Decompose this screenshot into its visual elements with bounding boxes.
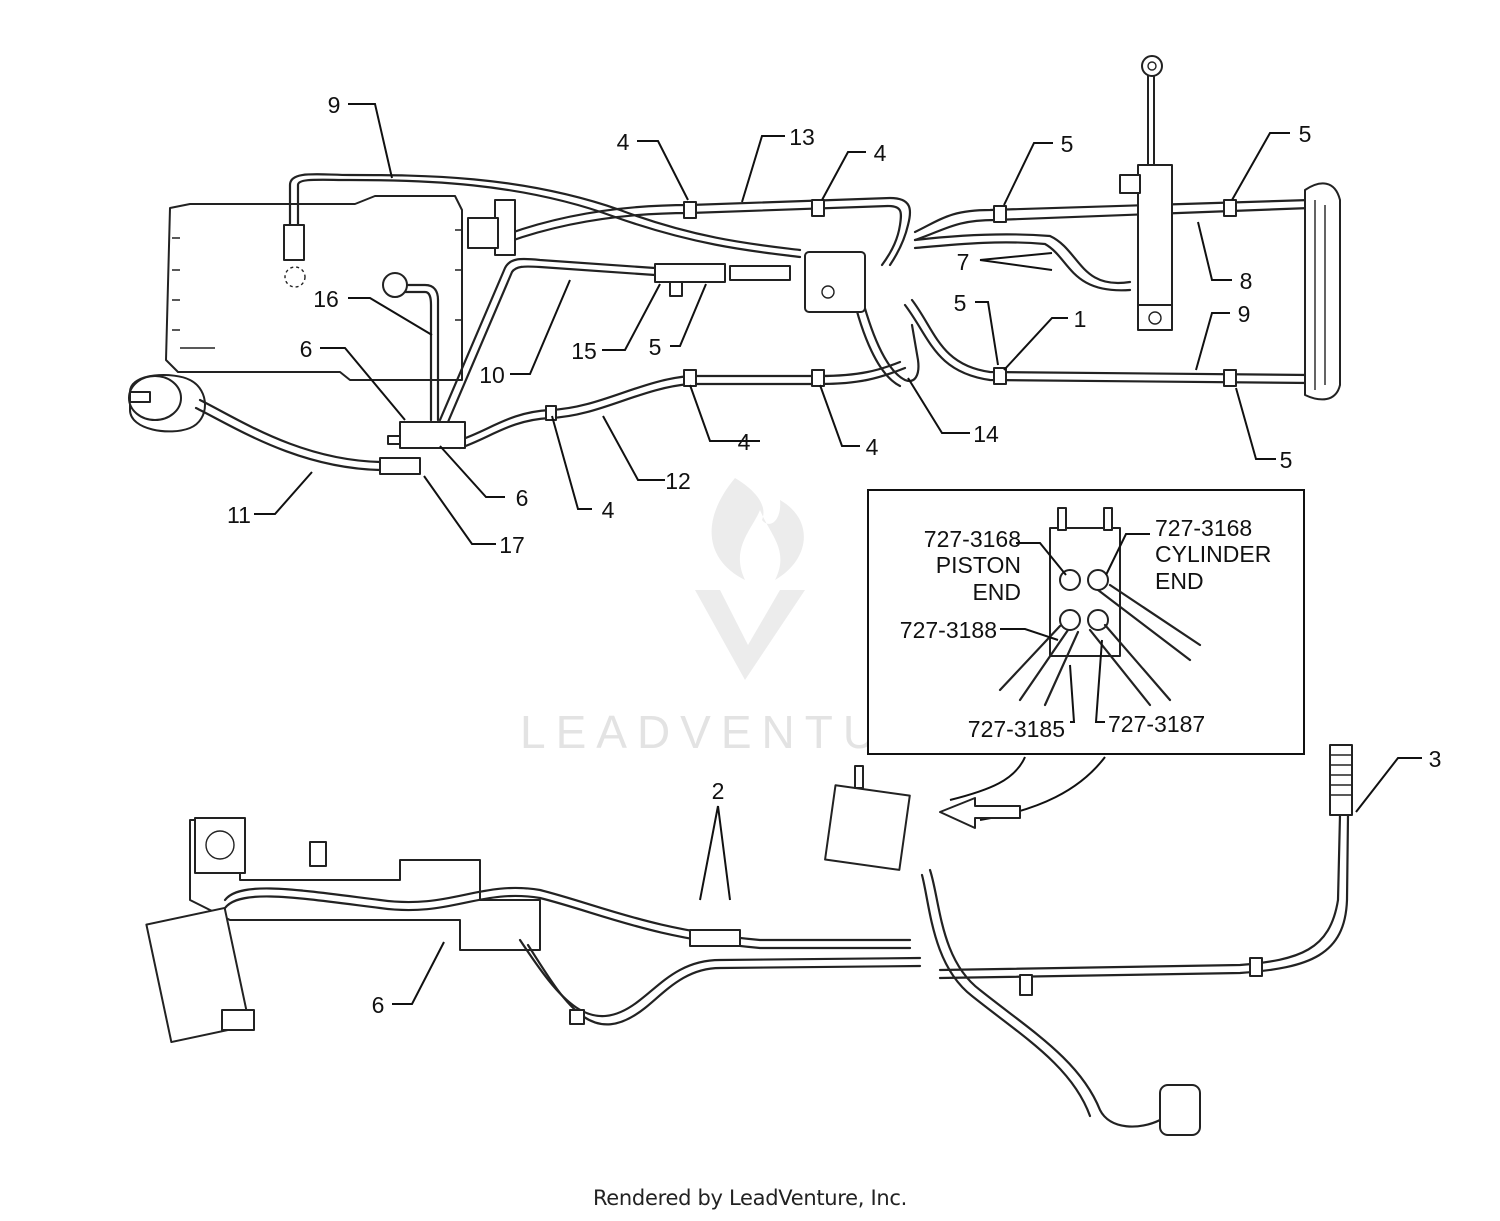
hose-10 <box>438 257 657 422</box>
inset-labels: 727-3168 PISTON END 727-3168 CYLINDER EN… <box>900 515 1272 742</box>
callout-4: 4 <box>874 140 887 166</box>
callout-4: 4 <box>738 429 751 455</box>
callout-6: 6 <box>516 485 529 511</box>
hose-13 <box>503 196 912 267</box>
hose-7 <box>913 233 1132 285</box>
hose-9-upper <box>288 173 802 252</box>
callout-15: 15 <box>571 338 597 364</box>
inset-label-piston-end: END <box>972 579 1021 605</box>
callout-9-top: 9 <box>328 92 341 118</box>
inset-label-727-3185: 727-3185 <box>968 716 1065 742</box>
lower-solenoid <box>145 906 251 1044</box>
hose-12 <box>458 360 902 442</box>
inset-label-727-3168-piston: 727-3168 <box>924 526 1021 552</box>
watermark-v-icon <box>695 590 805 680</box>
callout-16: 16 <box>313 286 339 312</box>
callout-5: 5 <box>1280 447 1293 473</box>
lower-cylinder-block <box>824 784 911 871</box>
callout-4: 4 <box>866 434 879 460</box>
detail-arrow-icon <box>939 797 1021 829</box>
callout-5: 5 <box>649 334 662 360</box>
callout-6-lower: 6 <box>372 992 385 1018</box>
footer-credit: Rendered by LeadVenture, Inc. <box>592 1186 908 1210</box>
callout-17: 17 <box>499 532 525 558</box>
callout-13: 13 <box>789 124 815 150</box>
callout-2: 2 <box>712 778 725 804</box>
lift-cylinder <box>1137 164 1173 311</box>
watermark-flame-icon <box>711 478 804 580</box>
control-valve <box>399 421 466 449</box>
hose-14 <box>858 288 920 383</box>
inset-label-727-3168-cylinder: 727-3168 <box>1155 515 1252 541</box>
callout-10: 10 <box>479 362 505 388</box>
inset-label-piston: PISTON <box>936 552 1021 578</box>
spring-element <box>1329 744 1353 816</box>
reservoir-tank <box>165 195 463 381</box>
hose-9-lower <box>910 298 1312 377</box>
inset-detail <box>867 489 1305 755</box>
hose-11 <box>198 398 382 464</box>
callout-5: 5 <box>1061 131 1074 157</box>
inset-label-727-3188: 727-3188 <box>900 617 997 643</box>
inset-label-727-3187: 727-3187 <box>1108 711 1205 737</box>
callout-12: 12 <box>665 468 691 494</box>
inset-label-cylinder-end: END <box>1155 568 1204 594</box>
upper-assembly <box>128 55 1341 475</box>
callout-4: 4 <box>602 497 615 523</box>
flow-valve <box>654 263 726 283</box>
callout-9: 9 <box>1238 301 1251 327</box>
valve-block <box>804 251 866 313</box>
callout-8: 8 <box>1240 268 1253 294</box>
leader-lines <box>254 103 1422 1005</box>
lower-frame <box>189 819 541 951</box>
callout-11: 11 <box>227 502 251 528</box>
hose-16 <box>403 283 440 422</box>
callout-5: 5 <box>1299 121 1312 147</box>
callout-5: 5 <box>954 290 967 316</box>
callout-7: 7 <box>957 249 970 275</box>
callouts: 9 4 13 4 5 5 7 8 16 5 1 9 6 15 5 10 4 4 … <box>227 92 1441 1018</box>
callout-6: 6 <box>300 336 313 362</box>
callout-4: 4 <box>617 129 630 155</box>
inset-label-cylinder: CYLINDER <box>1155 541 1271 567</box>
callout-1: 1 <box>1074 306 1087 332</box>
lower-assembly <box>145 744 1353 1136</box>
hose-8 <box>913 198 1312 234</box>
callout-3: 3 <box>1429 746 1442 772</box>
front-frame <box>1304 182 1341 401</box>
callout-14: 14 <box>973 421 999 447</box>
lower-hoses <box>223 886 912 942</box>
